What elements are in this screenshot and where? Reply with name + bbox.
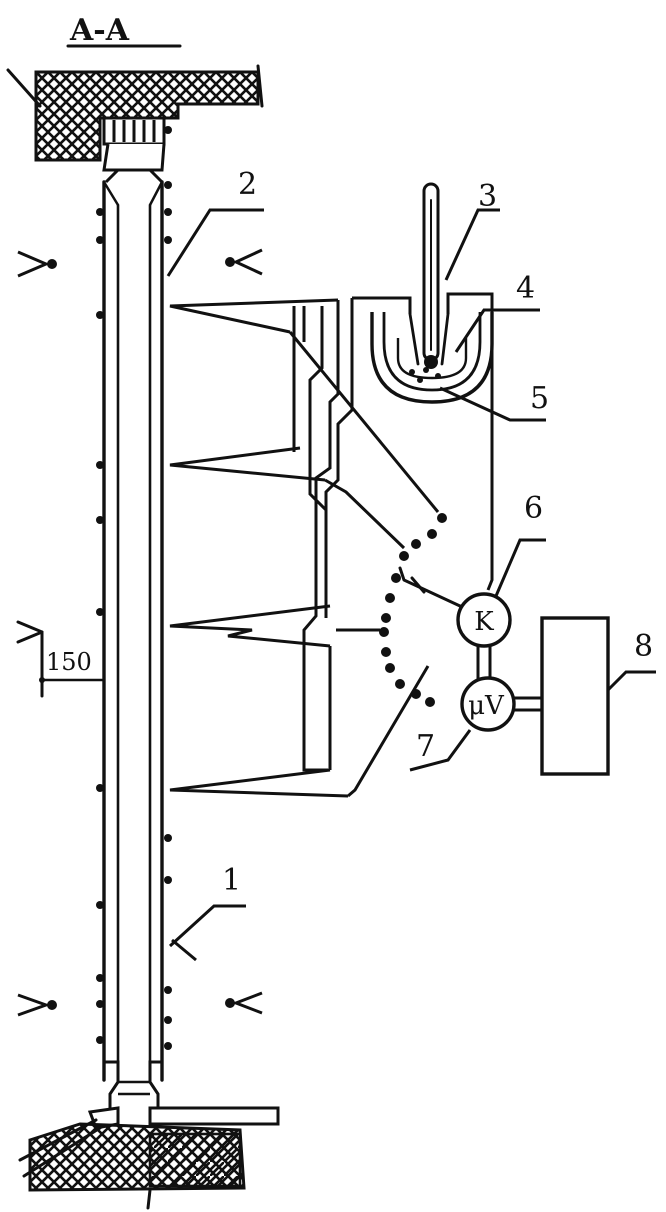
cold-junction-wires — [352, 292, 494, 591]
dimension-label: 150 — [46, 648, 92, 676]
label-5: 5 — [530, 381, 549, 416]
thermocouple-lead-wires — [292, 298, 380, 772]
label-3: 3 — [478, 179, 497, 214]
switch-leads — [288, 331, 440, 798]
switch-k-symbol: K — [474, 607, 494, 637]
recorder-box — [540, 616, 610, 776]
label-leader-lines — [166, 208, 656, 962]
selector-switch-contacts — [379, 513, 447, 707]
top-clamp — [102, 116, 166, 206]
switch-k — [456, 592, 512, 648]
airflow-arrows — [17, 248, 263, 1017]
heater-coil-dots-right — [164, 126, 172, 1050]
label-2: 2 — [238, 167, 257, 202]
top-support-block — [6, 64, 264, 162]
heater-coil-dots-left — [96, 208, 104, 1044]
thermocouple-junctions — [169, 298, 349, 798]
microvoltmeter — [460, 676, 516, 732]
label-8: 8 — [634, 629, 653, 664]
meter-to-recorder-wires — [514, 696, 542, 712]
switch-arm — [398, 566, 462, 608]
dimension-150 — [16, 620, 104, 698]
label-1: 1 — [222, 863, 241, 898]
microvoltmeter-symbol: μV — [468, 691, 505, 721]
specimen-rod — [102, 180, 164, 1082]
label-4: 4 — [516, 271, 535, 306]
k-to-meter-wires — [476, 646, 492, 680]
thermometer — [422, 182, 440, 369]
bottom-support-block — [28, 1122, 246, 1210]
label-6: 6 — [524, 491, 543, 526]
label-7: 7 — [416, 729, 435, 764]
section-label: A-A — [69, 13, 130, 48]
dewar-flask — [370, 312, 494, 404]
